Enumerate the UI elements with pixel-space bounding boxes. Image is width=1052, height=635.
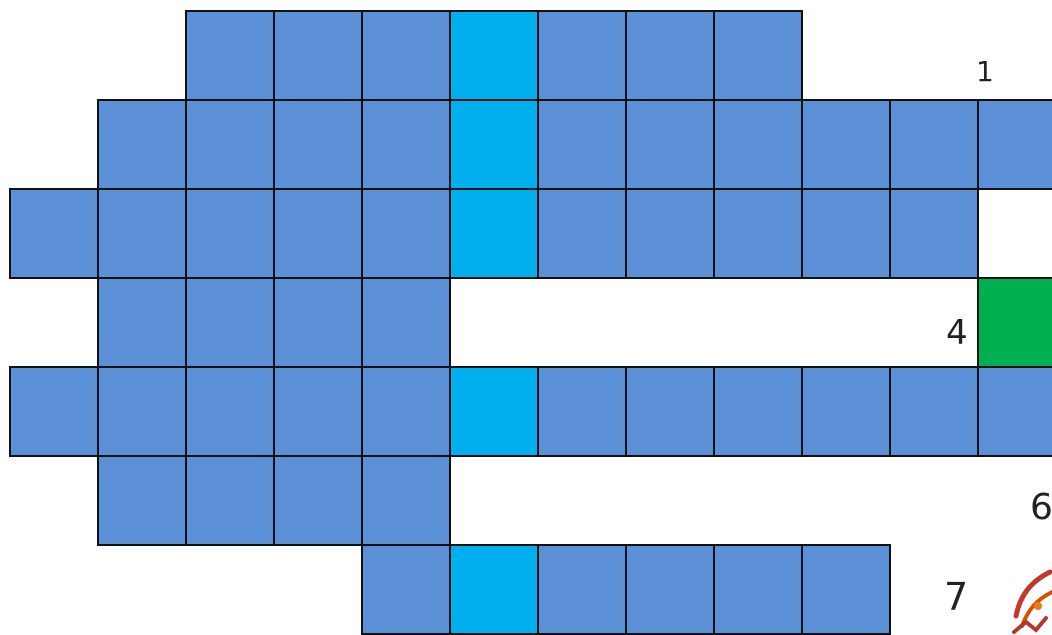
crossword-cell (97, 99, 187, 190)
crossword-cell (889, 99, 979, 190)
crossword-cell (97, 277, 187, 368)
crossword-cell (625, 544, 715, 635)
crossword-cell (713, 188, 803, 279)
crossword-cell (713, 544, 803, 635)
crossword-cell (97, 366, 187, 457)
red-seal-icon (1006, 566, 1052, 634)
crossword-cell (361, 455, 451, 546)
crossword-cell (625, 188, 715, 279)
crossword-cell (801, 544, 891, 635)
crossword-cell (801, 366, 891, 457)
crossword-cell (713, 366, 803, 457)
crossword-cell (185, 188, 275, 279)
crossword-cell (889, 366, 979, 457)
key-column-cell (449, 10, 539, 101)
clue-number: 1 (976, 58, 994, 86)
crossword-cell (537, 188, 627, 279)
crossword-cell (625, 366, 715, 457)
crossword-cell (713, 10, 803, 101)
crossword-cell (273, 366, 363, 457)
crossword-cell (9, 188, 99, 279)
crossword-cell (977, 99, 1052, 190)
crossword-cell (537, 99, 627, 190)
crossword-cell (361, 544, 451, 635)
clue-number: 6 (1030, 490, 1052, 526)
crossword-cell (185, 366, 275, 457)
key-column-cell (449, 366, 539, 457)
crossword-cell (9, 366, 99, 457)
crossword-cell (185, 10, 275, 101)
crossword-cell (273, 455, 363, 546)
crossword-cell (97, 455, 187, 546)
crossword-cell (713, 99, 803, 190)
crossword-cell (801, 99, 891, 190)
crossword-cell (185, 455, 275, 546)
clue-number: 7 (944, 578, 968, 616)
crossword-cell (97, 188, 187, 279)
crossword-cell (361, 188, 451, 279)
crossword-cell (537, 10, 627, 101)
clue-number: 4 (946, 316, 968, 350)
crossword-cell (361, 99, 451, 190)
crossword-cell (537, 366, 627, 457)
crossword-cell (361, 10, 451, 101)
key-column-cell (449, 188, 539, 279)
highlight-cell (977, 277, 1052, 368)
crossword-cell (273, 99, 363, 190)
crossword-cell (889, 188, 979, 279)
crossword-cell (625, 10, 715, 101)
crossword-cell (361, 366, 451, 457)
crossword-cell (625, 99, 715, 190)
crossword-cell (273, 10, 363, 101)
crossword-cell (361, 277, 451, 368)
crossword-cell (977, 366, 1052, 457)
crossword-cell (273, 277, 363, 368)
crossword-cell (801, 188, 891, 279)
key-column-cell (449, 544, 539, 635)
crossword-cell (185, 99, 275, 190)
key-column-cell (449, 99, 539, 190)
crossword-cell (273, 188, 363, 279)
crossword-cell (185, 277, 275, 368)
crossword-cell (537, 544, 627, 635)
